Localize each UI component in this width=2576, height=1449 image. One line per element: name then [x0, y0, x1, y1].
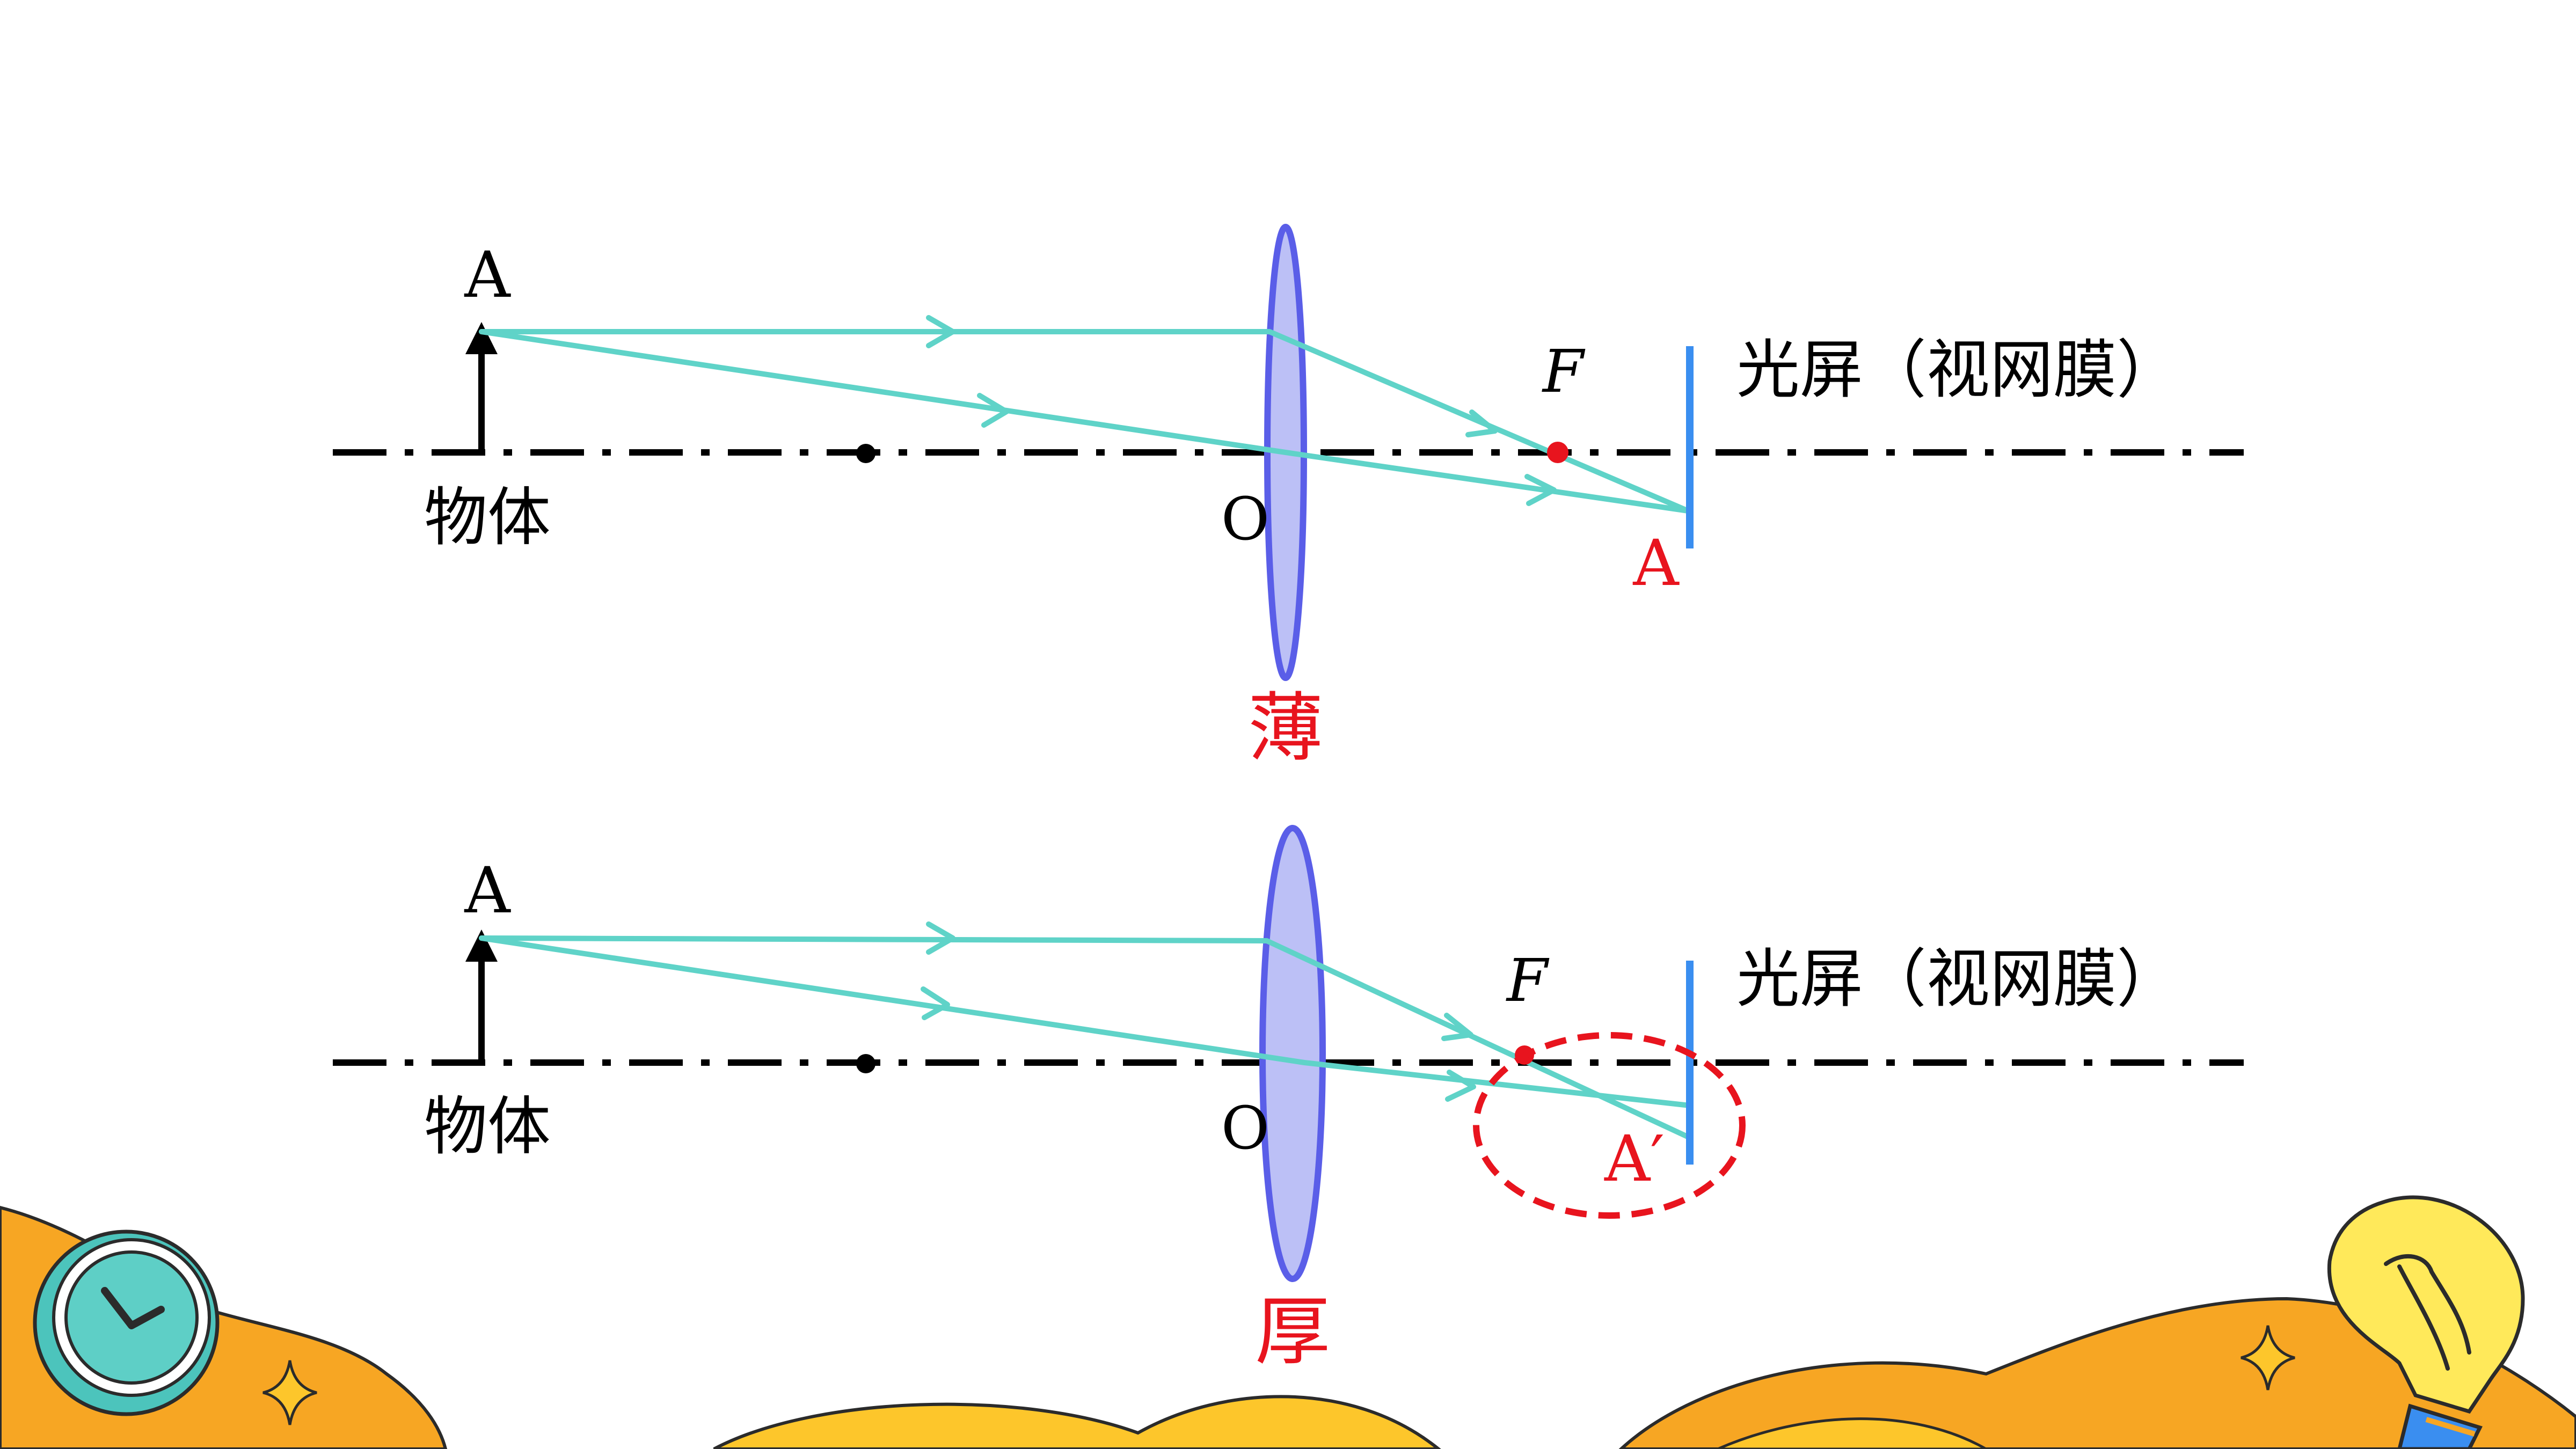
- bottom-blur-highlight-circle: [1473, 1032, 1746, 1219]
- top-center-label: O: [1221, 485, 1269, 553]
- top-ray-arrowhead-3: [1465, 409, 1498, 437]
- top-object-label: A: [464, 238, 511, 312]
- bottom-ray-arrowhead-3: [1441, 1013, 1473, 1041]
- sparkle-icon: [2241, 1325, 2295, 1391]
- footer-decoration: [0, 1195, 2576, 1449]
- bottom-center-label: O: [1221, 1094, 1269, 1162]
- top-focus-label: F: [1542, 337, 1586, 406]
- top-axis-dot: [856, 444, 875, 463]
- top-image-label: A: [1632, 526, 1680, 600]
- bottom-diagram: A 物体 O F A′ 光屏（视网膜） 厚: [333, 825, 2244, 1376]
- bottom-object-label: A: [464, 853, 511, 927]
- bottom-parallel-ray: [479, 935, 1692, 1140]
- top-center-ray: [479, 329, 1691, 514]
- bottom-ray-arrowhead-4: [1445, 1070, 1476, 1102]
- clock-icon: [33, 1230, 220, 1416]
- top-ray-arrowhead-4: [1524, 474, 1557, 506]
- bottom-screen-label: 光屏（视网膜）: [1736, 942, 2180, 1016]
- bottom-lens-caption: 厚: [1255, 1289, 1330, 1376]
- center-yellow-hill: [713, 1395, 1441, 1449]
- top-screen-label: 光屏（视网膜）: [1736, 333, 2180, 407]
- bottom-image-label: A′: [1604, 1122, 1665, 1196]
- bottom-center-ray: [479, 935, 1692, 1108]
- bottom-ray-arrowhead-2: [921, 986, 950, 1020]
- top-focus-point: [1547, 442, 1568, 463]
- sparkle-icon: [262, 1360, 317, 1425]
- top-object-caption: 物体: [424, 480, 551, 554]
- bottom-axis-dot: [856, 1054, 875, 1073]
- top-ray-arrowhead-2: [977, 393, 1009, 428]
- lightbulb-icon: [2327, 1195, 2525, 1449]
- bottom-object-caption: 物体: [424, 1089, 551, 1163]
- bottom-focus-label: F: [1506, 946, 1550, 1015]
- bottom-thick-lens: [1259, 825, 1326, 1282]
- top-ray-arrowhead-1: [926, 315, 955, 348]
- top-diagram: A 物体 O F A 光屏（视网膜） 薄: [333, 224, 2244, 772]
- bottom-ray-arrowhead-1: [926, 921, 955, 955]
- top-lens-caption: 薄: [1248, 685, 1323, 772]
- right-inner-hill: [1717, 1417, 1989, 1449]
